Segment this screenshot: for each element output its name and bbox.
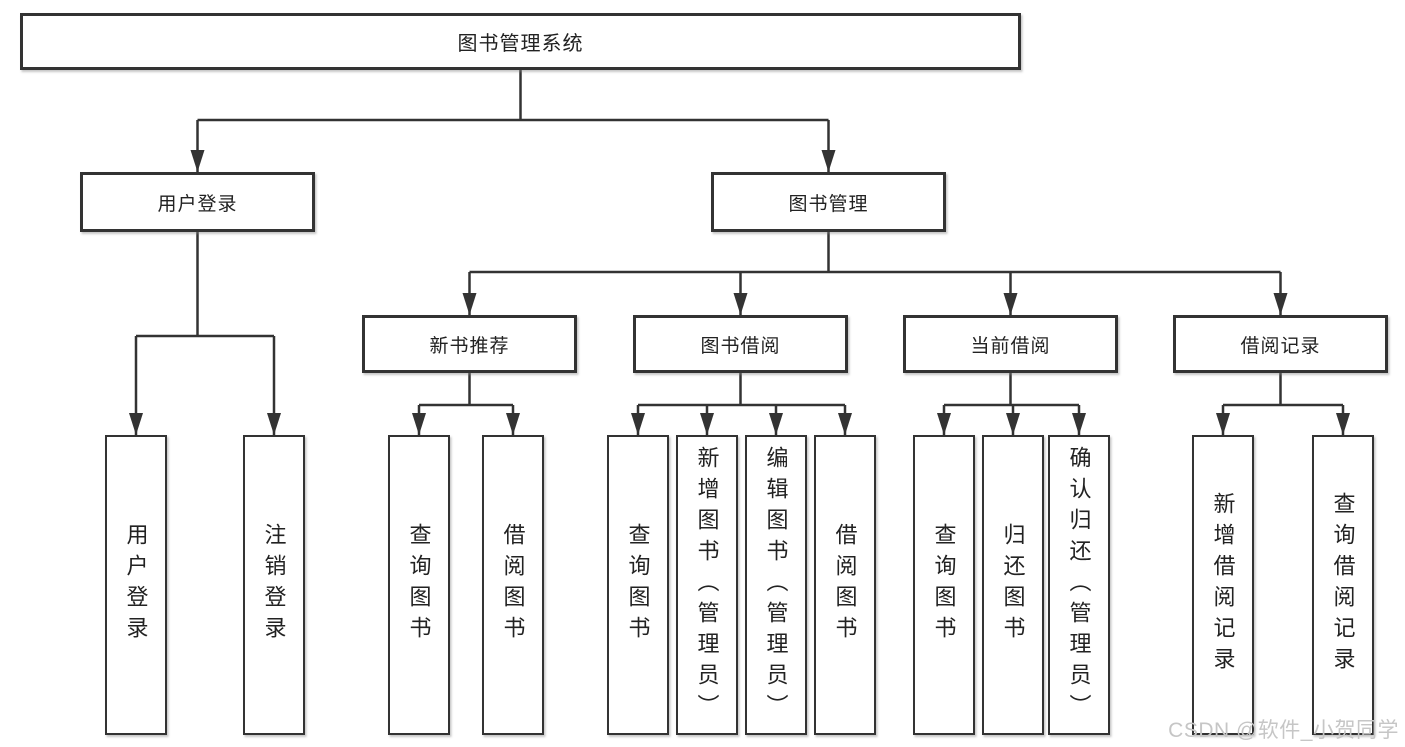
connector-borrow-records-children [1216,373,1350,435]
node-book-borrowing-label: 图书借阅 [700,335,781,357]
leaf-borrow-books-recommend-label: 借阅图书 [500,523,526,647]
leaf-user-login: 用户登录 [105,435,167,735]
leaf-edit-books-admin: 编辑图书（管理员） [745,435,807,735]
node-library-management-system: 图书管理系统 [20,13,1021,70]
connector-root-to-level2 [190,70,836,172]
leaf-add-books-admin-label: 新增图书（管理员） [694,445,720,725]
node-borrow-records-label: 借阅记录 [1240,335,1321,357]
leaf-query-books-borrowing: 查询图书 [607,435,669,735]
node-current-borrowing: 当前借阅 [903,315,1118,373]
leaf-query-books-current: 查询图书 [913,435,975,735]
node-user-login: 用户登录 [80,172,315,232]
leaf-add-borrow-record: 新增借阅记录 [1192,435,1254,735]
leaf-return-books: 归还图书 [982,435,1044,735]
node-borrow-records: 借阅记录 [1173,315,1388,373]
leaf-confirm-return-admin-label: 确认归还（管理员） [1066,445,1092,725]
leaf-query-books-recommend-label: 查询图书 [406,523,432,647]
connector-new-book-recommend-children [412,373,520,435]
leaf-query-borrow-record: 查询借阅记录 [1312,435,1374,735]
leaf-borrow-books-recommend: 借阅图书 [482,435,544,735]
node-user-login-label: 用户登录 [157,193,238,215]
connector-user-login-children [129,232,281,435]
leaf-user-login-label: 用户登录 [123,523,149,647]
leaf-logout-label: 注销登录 [261,523,287,647]
leaf-return-books-label: 归还图书 [1000,523,1026,647]
node-library-management-system-label: 图书管理系统 [457,33,584,55]
leaf-query-books-recommend: 查询图书 [388,435,450,735]
leaf-borrow-books-label: 借阅图书 [832,523,858,647]
node-current-borrowing-label: 当前借阅 [970,335,1051,357]
node-new-book-recommend: 新书推荐 [362,315,577,373]
node-new-book-recommend-label: 新书推荐 [429,335,510,357]
leaf-query-books-current-label: 查询图书 [931,523,957,647]
node-book-borrowing: 图书借阅 [633,315,848,373]
node-book-management: 图书管理 [711,172,946,232]
csdn-watermark: CSDN @软件_小贺同学 [1168,719,1399,742]
leaf-edit-books-admin-label: 编辑图书（管理员） [763,445,789,725]
leaf-logout: 注销登录 [243,435,305,735]
leaf-query-books-borrowing-label: 查询图书 [625,523,651,647]
connector-current-borrowing-children [937,373,1086,435]
leaf-add-borrow-record-label: 新增借阅记录 [1210,492,1236,678]
connector-book-management-children [462,232,1288,315]
node-book-management-label: 图书管理 [788,193,869,215]
leaf-borrow-books: 借阅图书 [814,435,876,735]
leaf-add-books-admin: 新增图书（管理员） [676,435,738,735]
connector-book-borrowing-children [631,373,852,435]
leaf-query-borrow-record-label: 查询借阅记录 [1330,492,1356,678]
leaf-confirm-return-admin: 确认归还（管理员） [1048,435,1110,735]
